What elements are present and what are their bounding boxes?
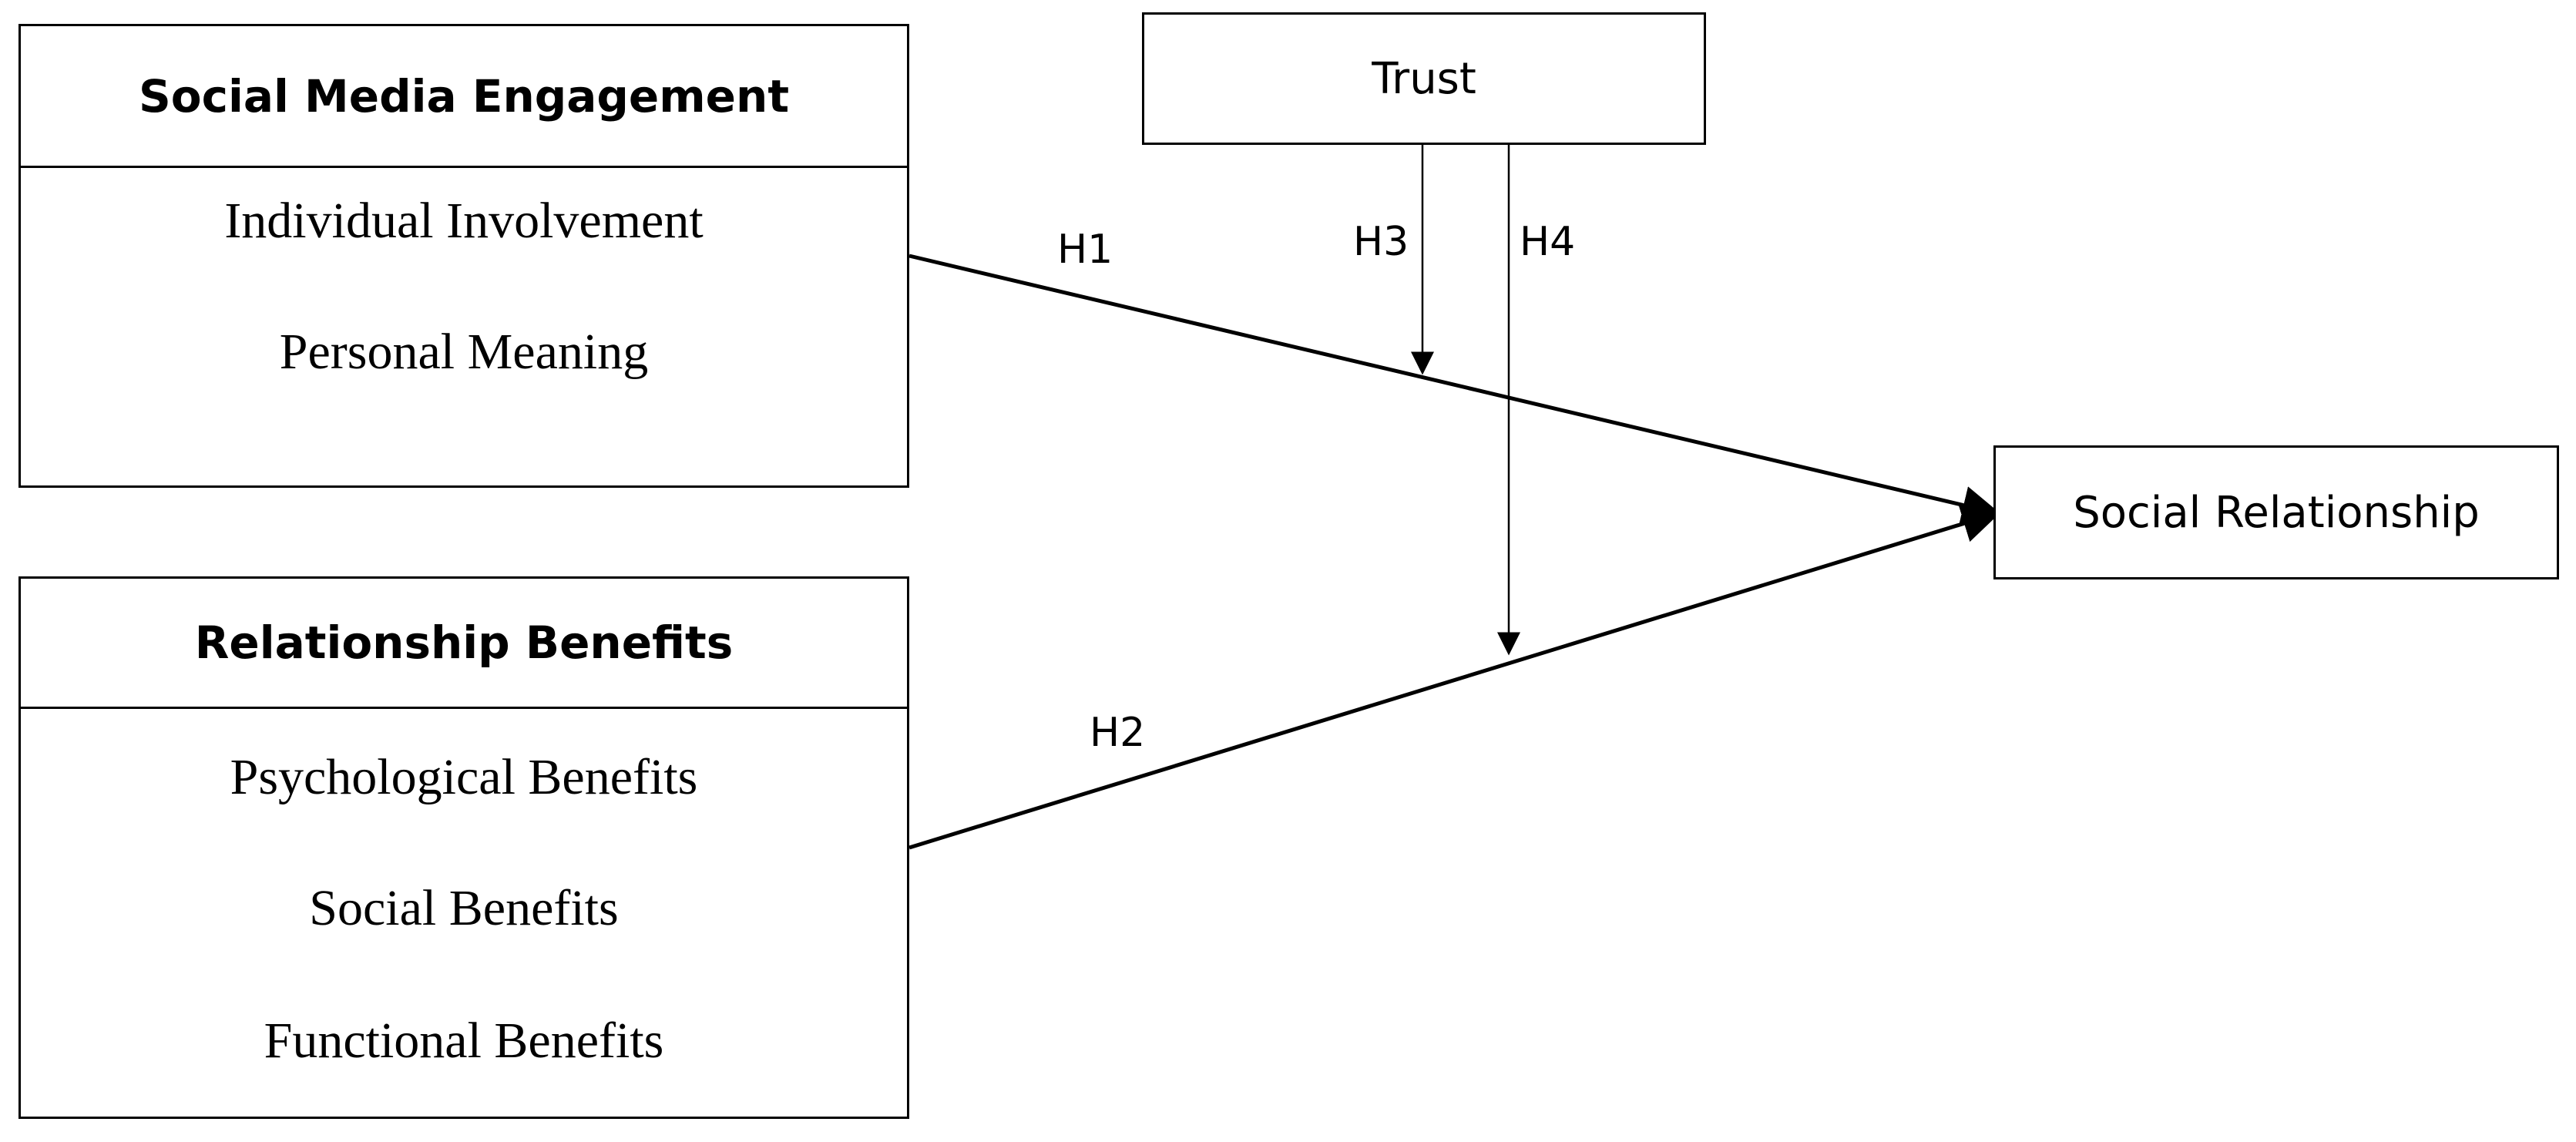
- relationship-benefits-title: Relationship Benefits: [21, 579, 907, 709]
- personal-meaning-item: Personal Meaning: [279, 324, 649, 380]
- social-media-engagement-title: Social Media Engagement: [21, 26, 907, 168]
- relationship-benefits-box: Relationship Benefits Psychological Bene…: [18, 576, 909, 1119]
- h2-label: H2: [1090, 710, 1146, 756]
- trust-box: Trust: [1142, 12, 1706, 145]
- h4-label: H4: [1520, 219, 1576, 265]
- individual-involvement-item: Individual Involvement: [224, 193, 704, 249]
- social-media-engagement-box: Social Media Engagement Individual Invol…: [18, 24, 909, 488]
- social-relationship-box: Social Relationship: [1993, 445, 2559, 579]
- h1-label: H1: [1057, 227, 1113, 273]
- h1-path-arrow: [908, 254, 2001, 524]
- social-relationship-label: Social Relationship: [2073, 487, 2480, 538]
- functional-benefits-item: Functional Benefits: [264, 1013, 664, 1069]
- social-benefits-item: Social Benefits: [309, 880, 619, 936]
- h2-path-arrow: [908, 505, 2001, 850]
- trust-label: Trust: [1372, 53, 1476, 104]
- h3-label: H3: [1353, 219, 1409, 265]
- psychological-benefits-item: Psychological Benefits: [230, 749, 698, 805]
